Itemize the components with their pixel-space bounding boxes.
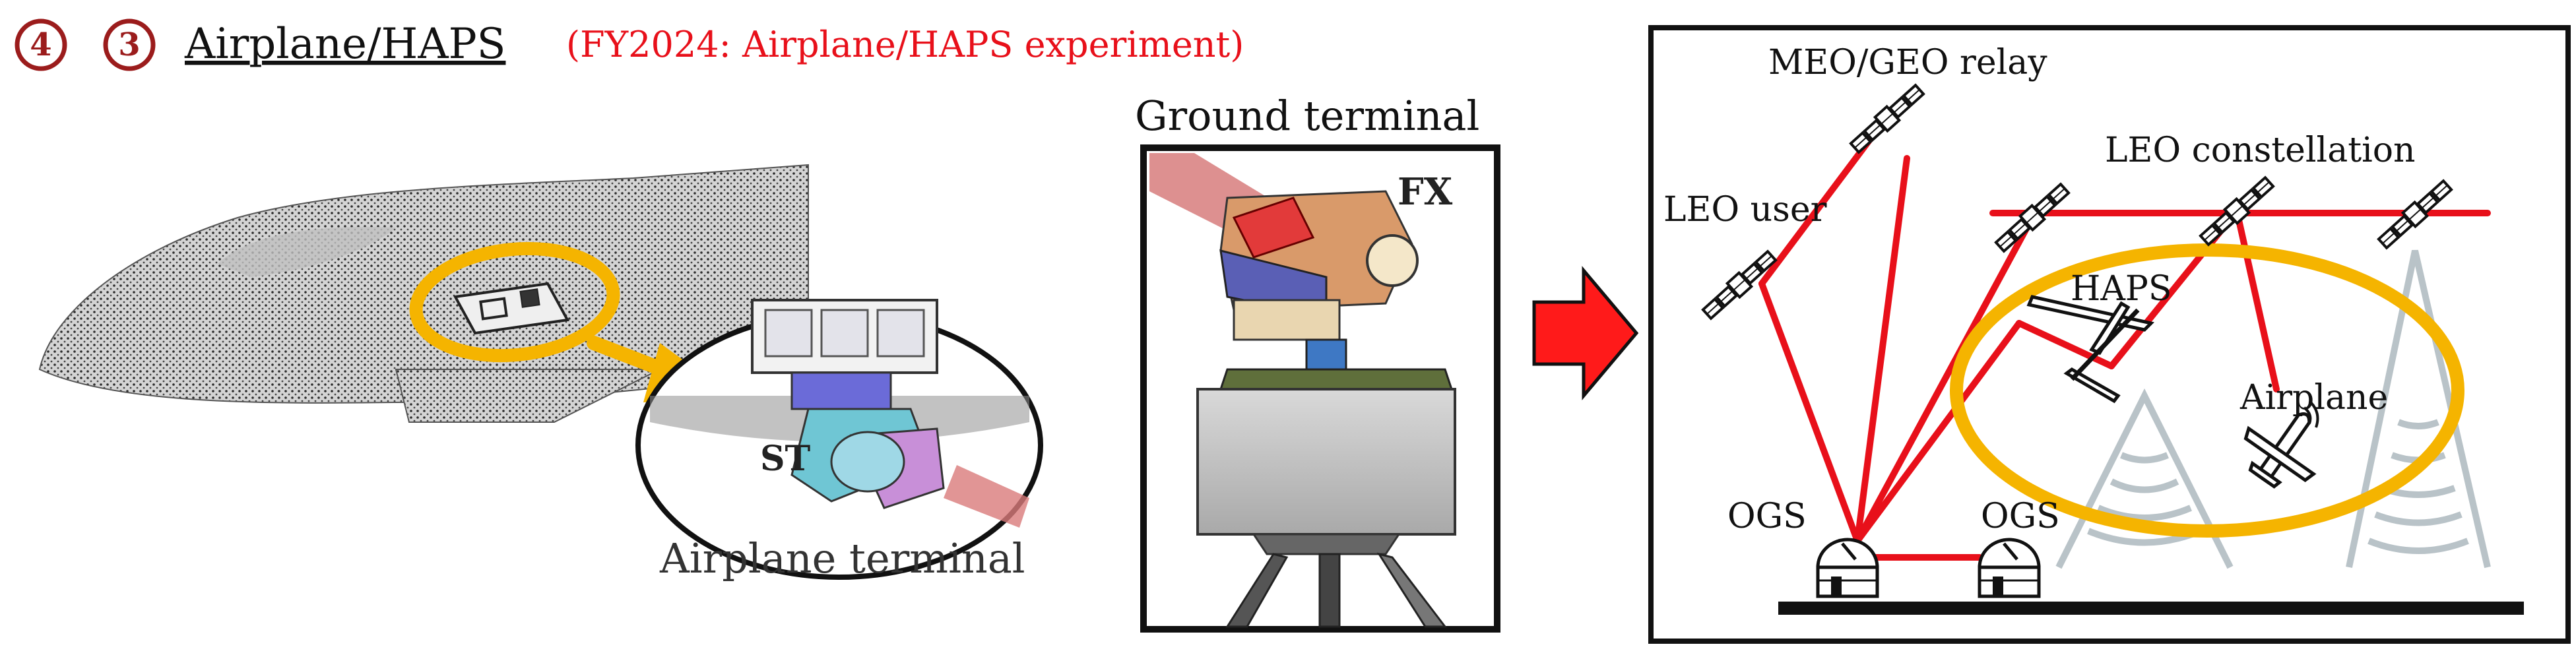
ground-terminal: Ground terminal FX [1135, 92, 1500, 633]
badge-4: 4 [30, 26, 51, 63]
tripod-head [1252, 533, 1401, 555]
airplane-aircraft [2243, 412, 2317, 489]
pedestal-column [1305, 338, 1347, 374]
gimbal-wheel [1366, 234, 1419, 287]
wing-mesh [395, 369, 660, 423]
page-title: Airplane/HAPS [184, 20, 505, 69]
haps-aircraft [2026, 295, 2154, 404]
fx-label: FX [1398, 170, 1453, 214]
highlight-ellipse-fuselage [409, 241, 620, 363]
electronics-box [1196, 388, 1456, 536]
ogs-right-icon [1980, 540, 2039, 596]
gimbal-base [790, 371, 892, 410]
flow-arrow [1532, 266, 1639, 400]
ground-bar [1778, 602, 2524, 615]
badge-4-circle [15, 18, 67, 71]
label-leo-constellation: LEO constellation [2105, 131, 2416, 170]
ogs-left-icon [1818, 540, 1877, 596]
header: 4 3 Airplane/HAPS (FY2024: Airplane/HAPS… [15, 18, 1244, 71]
mount-plate [453, 282, 570, 335]
cockpit-window [218, 226, 396, 277]
label-airplane: Airplane [2239, 378, 2388, 418]
tripod-leg-right [1376, 552, 1448, 628]
tripod-leg-center [1318, 553, 1341, 628]
airplane-terminal-caption: Airplane terminal [659, 534, 1025, 582]
label-ogs-left: OGS [1727, 497, 1807, 536]
beam-cone-leo [2346, 249, 2491, 569]
label-leo-user: LEO user [1663, 190, 1827, 230]
label-haps: HAPS [2071, 269, 2172, 309]
ground-terminal-title: Ground terminal [1135, 92, 1479, 140]
telescope-optics [1232, 197, 1315, 259]
tripod-leg-left [1225, 553, 1289, 628]
network-diagram: MEO/GEO relay LEO user LEO constellation… [1648, 25, 2571, 644]
laser-beam-inset [944, 465, 1029, 528]
mount-yoke [1233, 299, 1341, 341]
badge-3: 3 [118, 26, 140, 63]
airplane-model [38, 164, 809, 423]
st-label: ST [760, 439, 811, 479]
telescope-aperture [830, 431, 905, 493]
airplane-signal-icon [2303, 400, 2319, 428]
badge-3-circle [103, 18, 156, 71]
page-subtitle: (FY2024: Airplane/HAPS experiment) [566, 24, 1244, 65]
label-meo-geo: MEO/GEO relay [1768, 43, 2047, 82]
airborne-ellipse [1950, 243, 2464, 538]
label-ogs-right: OGS [1981, 497, 2060, 536]
airplane-terminal-inset: ST [635, 299, 1043, 580]
top-plate [1219, 368, 1454, 390]
